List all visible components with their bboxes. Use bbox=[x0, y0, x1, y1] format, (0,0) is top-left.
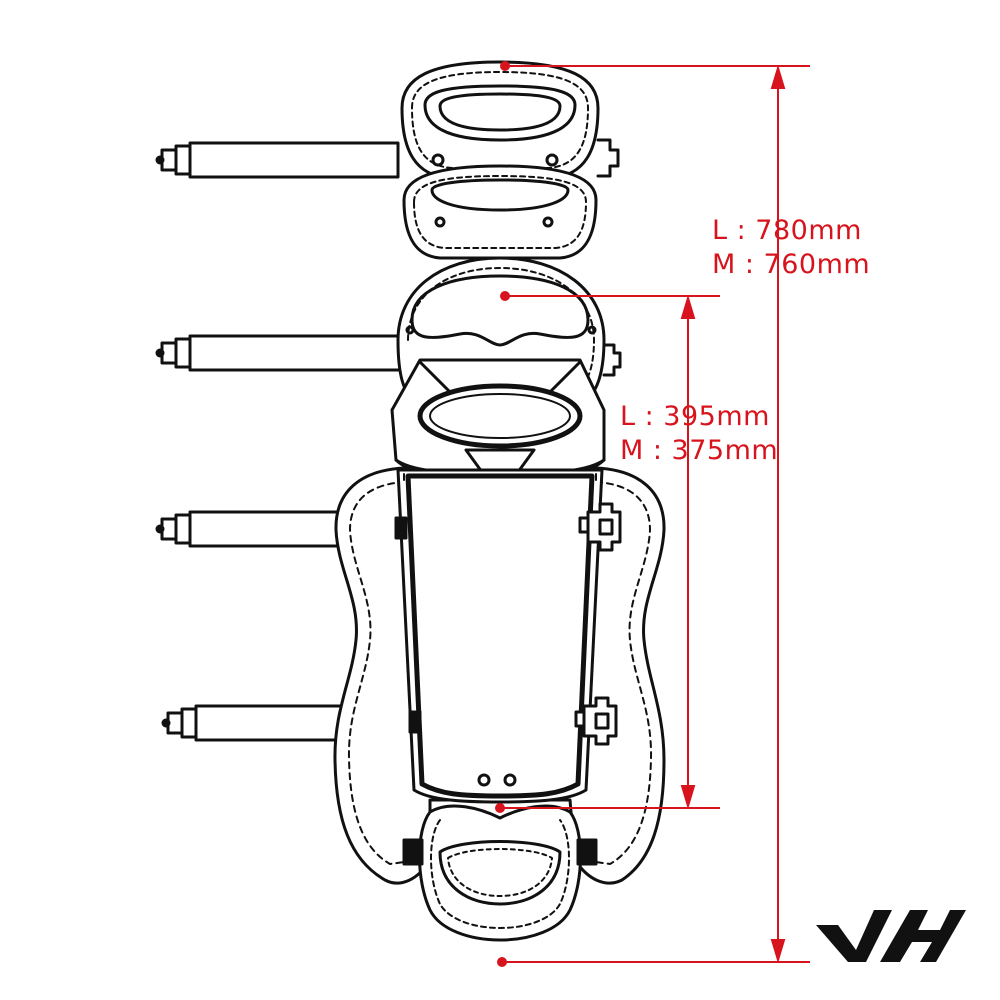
total-length-M: M : 760mm bbox=[712, 249, 871, 280]
knee-cap-top bbox=[400, 60, 620, 180]
total-length-label: L : 780mm M : 760mm bbox=[712, 214, 870, 282]
dimension-shin-length bbox=[495, 291, 720, 813]
upper-shin-shell bbox=[390, 358, 606, 480]
shin-length-L: L : 395mm bbox=[620, 401, 770, 432]
dimension-total-length bbox=[497, 61, 810, 967]
main-shin-plate bbox=[394, 468, 622, 804]
knee-cap-second bbox=[402, 164, 598, 260]
total-length-L: L : 780mm bbox=[712, 215, 862, 246]
brand-logo bbox=[816, 910, 966, 962]
strap-2 bbox=[155, 334, 402, 372]
ankle-pad bbox=[402, 804, 598, 942]
shin-length-label: L : 395mm M : 375mm bbox=[620, 400, 778, 468]
side-wing-stitch bbox=[347, 481, 653, 865]
strap-1 bbox=[155, 141, 400, 179]
shin-length-M: M : 375mm bbox=[620, 435, 779, 466]
